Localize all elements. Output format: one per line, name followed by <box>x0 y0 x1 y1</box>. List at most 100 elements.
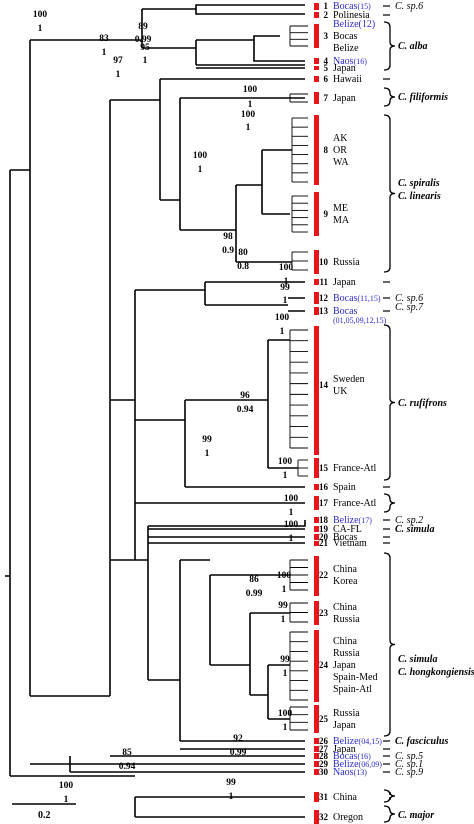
posterior-value: 1 <box>280 327 285 337</box>
locality-name: Hawaii <box>333 74 362 85</box>
bootstrap-value: 95 <box>140 43 150 53</box>
bootstrap-value: 85 <box>122 748 132 758</box>
haplotype-locality: Spain-Atl <box>333 684 372 695</box>
epithet: simula <box>406 524 435 535</box>
brace-alba <box>383 21 396 71</box>
posterior-value: 1 <box>198 165 203 175</box>
haplotype-number: 11 <box>319 277 328 287</box>
epithet: rufifrons <box>410 398 447 409</box>
support-value: 960.94 <box>237 391 254 415</box>
support-value: 991 <box>202 435 212 459</box>
locality-name: Russia <box>333 257 360 268</box>
species-name: C. sp.9 <box>395 767 423 778</box>
species-name: C. spiralis <box>398 178 440 189</box>
locality-name: France-Atl <box>333 498 377 509</box>
bootstrap-value: 100 <box>284 520 299 530</box>
brace-simula-17 <box>383 493 396 513</box>
genus-abbrev: C. <box>398 810 407 821</box>
haplotype-locality: MA <box>333 215 350 226</box>
haplotype-locality: Belize <box>333 43 359 54</box>
haplotype-number: 20 <box>319 532 329 542</box>
haplotype-bar-8 <box>314 115 319 185</box>
locality-name: CA-FL <box>333 524 362 535</box>
species-name: C. sp.2 <box>395 515 423 526</box>
specimen-count: (16) <box>354 57 368 66</box>
specimen-count: (04,15) <box>359 737 383 746</box>
locality-name: Oregon <box>333 812 363 823</box>
haplotype-locality: WA <box>333 157 349 168</box>
haplotype-number: 13 <box>319 306 329 316</box>
haplotype-locality: Japan <box>333 744 356 755</box>
posterior-value: 1 <box>289 508 294 518</box>
species-name: C. sp.7 <box>395 302 424 313</box>
bootstrap-value: 100 <box>277 571 292 581</box>
haplotype-bar-29 <box>314 761 319 767</box>
genus-abbrev: C. <box>398 398 407 409</box>
haplotype-locality: Naos(16) <box>333 56 367 67</box>
posterior-value: 1 <box>102 48 107 58</box>
epithet: major <box>410 810 435 821</box>
haplotype-locality: Naos(13) <box>333 767 367 778</box>
haplotype-locality: Spain <box>333 482 356 493</box>
bootstrap-value: 89 <box>138 22 148 32</box>
tree-branch <box>148 520 306 527</box>
posterior-value: 1 <box>282 585 287 595</box>
haplotype-number: 9 <box>324 209 329 219</box>
genus-abbrev: C. <box>395 302 404 313</box>
haplotype-bar-2 <box>314 12 319 18</box>
locality-name: Belize <box>333 515 359 526</box>
posterior-value: 1 <box>283 723 288 733</box>
haplotype-number: 27 <box>319 744 329 754</box>
haplotype-locality: Polinesia <box>333 10 370 21</box>
haplotype-bar-12 <box>314 292 319 304</box>
haplotype-locality: China <box>333 792 357 803</box>
epithet: sp.2 <box>407 515 423 526</box>
specimen-count: (17) <box>359 516 373 525</box>
support-value: 850.94 <box>119 748 136 772</box>
posterior-value: 0.99 <box>246 589 263 599</box>
genus-abbrev: C. <box>395 1 404 12</box>
locality-name: Japan <box>333 744 356 755</box>
support-value: 991 <box>280 655 290 679</box>
haplotype-bar-3 <box>314 24 319 48</box>
support-value: 890.99 <box>135 22 152 45</box>
bootstrap-value: 99 <box>280 283 290 293</box>
haplotype-number: 2 <box>324 10 329 20</box>
locality-name: Belize <box>333 736 359 747</box>
species-name: C. fasciculus <box>395 736 448 747</box>
haplotype-number: 5 <box>324 63 329 73</box>
haplotype-locality: China <box>333 602 357 613</box>
tree-branch <box>196 35 280 41</box>
locality-name: Bocas <box>333 1 358 12</box>
posterior-value: 1 <box>281 615 286 625</box>
genus-abbrev: C. <box>395 736 404 747</box>
haplotype-locality: Russia <box>333 614 360 625</box>
species-name: C. filiformis <box>398 92 448 103</box>
haplotype-locality: Belize(04,15) <box>333 736 382 747</box>
haplotype-bar-30 <box>314 769 319 775</box>
support-value: 971 <box>113 56 123 80</box>
support-value: 991 <box>280 283 290 306</box>
epithet: alba <box>410 41 428 52</box>
haplotype-locality: Russia <box>333 257 360 268</box>
haplotype-bar-26 <box>314 738 319 744</box>
genus-abbrev: C. <box>398 92 407 103</box>
support-value: 951 <box>140 43 150 66</box>
